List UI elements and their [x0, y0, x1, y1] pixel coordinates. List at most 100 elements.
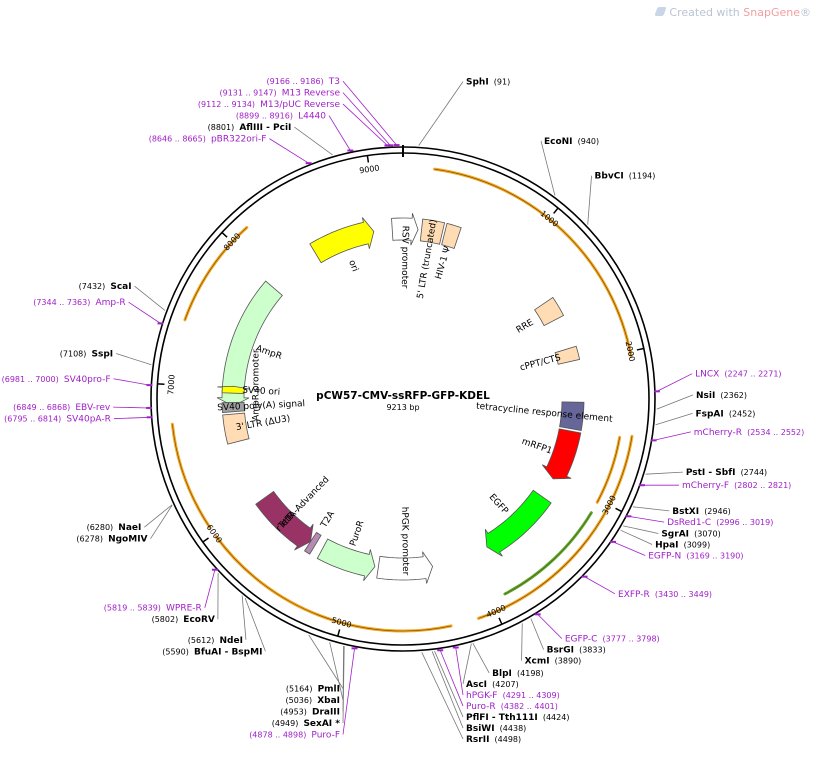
orf-arc-outline [184, 227, 248, 320]
primer-leader-line [628, 515, 665, 523]
primer-label-sv40pa-r: (6795 .. 6814) SV40pA-R [4, 407, 111, 426]
watermark-brand: SnapGene [743, 6, 800, 19]
primer-leader-line [204, 569, 216, 608]
orf-arc-outline [478, 436, 633, 619]
feature-sv40-ori [217, 385, 250, 394]
feature-mrfp1 [541, 428, 582, 480]
site-label-bbvci: BbvCI (1194) [595, 164, 656, 183]
feature-label: mRFP1 [520, 437, 553, 457]
site-label-econi: EcoNI (940) [544, 129, 599, 148]
primer-label-amp-r: (7344 .. 7363) Amp-R [33, 290, 125, 309]
site-label-ngomiv: (6278) NgoMIV [76, 527, 147, 546]
site-leader-line [632, 506, 670, 512]
feature-label: EGFP [487, 492, 510, 516]
feature-cppt-cts [554, 345, 581, 365]
primer-leader-line [439, 650, 464, 707]
primer-leader-line [584, 576, 616, 595]
feature-rre [534, 296, 565, 327]
primer-label-t3: (9166 .. 9186) T3 [267, 69, 340, 88]
site-label-blpi: BlpI (4198) [492, 661, 543, 680]
tick-label: 5000 [330, 616, 352, 630]
primer-label-exfp-r: EXFP-R (3430 .. 3449) [618, 582, 712, 601]
site-label-hpai: HpaI (3099) [655, 532, 710, 551]
site-label-nsii: NsiI (2362) [696, 383, 747, 402]
site-label-sphi: SphI (91) [466, 70, 510, 89]
primer-label-wpre-r: (5819 .. 5839) WPRE-R [104, 596, 202, 615]
tick-mark [615, 507, 623, 513]
primer-leader-line [656, 373, 693, 392]
site-leader-line [308, 634, 344, 689]
tick-label: 4000 [485, 603, 507, 619]
feature-label: ori [346, 259, 359, 273]
site-leader-line [521, 623, 523, 661]
primer-leader-line [653, 431, 691, 441]
orf-arc-outline [172, 424, 211, 528]
primer-label-mcherry-f: mCherry-F (2802 .. 2821) [682, 473, 791, 492]
primer-label-mcherry-r: mCherry-R (2534 .. 2552) [694, 420, 804, 439]
site-label-rsrii: RsrII (4498) [466, 727, 521, 746]
feature-egfp [484, 489, 552, 557]
site-leader-line [116, 353, 152, 366]
site-label-ndei: (5612) NdeI [188, 628, 243, 647]
site-label-sgrai: SgrAI (3070) [661, 521, 720, 540]
feature-label: cPPT/CTS [519, 353, 562, 373]
site-leader-line [150, 504, 173, 539]
feature-hiv-1 [441, 222, 462, 249]
site-leader-line [434, 650, 464, 718]
site-leader-line [655, 412, 693, 426]
feature-tetracycline-response-element [559, 401, 585, 431]
feature-puror [316, 538, 376, 582]
site-label-bsrgi: BsrGI (3833) [547, 638, 606, 657]
site-leader-line [431, 651, 464, 729]
site-leader-line [587, 175, 592, 225]
site-leader-line [144, 504, 173, 528]
primer-label-egfp-c: EGFP-C (3777 .. 3798) [565, 627, 660, 646]
orf-arc-outline [434, 168, 632, 357]
primer-label-m13-puc-reverse: (9112 .. 9134) M13/pUC Reverse [198, 92, 341, 111]
watermark-suffix: ® [800, 6, 811, 19]
site-leader-line [241, 595, 247, 640]
tick-mark [221, 231, 228, 238]
feature-label: tetracycline response element [476, 402, 614, 425]
feature-label: AmpR promoter [252, 349, 262, 421]
primer-leader-line [342, 92, 391, 146]
feature-rsv-promoter [391, 213, 419, 246]
site-leader-line [620, 529, 653, 545]
site-label-xcmi: XcmI (3890) [525, 649, 582, 668]
primer-leader-line [342, 80, 397, 146]
site-leader-line [656, 394, 694, 410]
site-leader-line [418, 81, 464, 146]
site-label-bfuai-bspmi: (5590) BfuAI - BspMI [162, 639, 262, 658]
primer-leader-line [113, 406, 150, 409]
site-label-pflfi-tth111i: PflFI - Tth111I (4424) [466, 705, 569, 724]
feature-label: RRE [515, 318, 536, 336]
feature-5-ltr-truncated [419, 218, 446, 245]
site-label-bstxi: BstXI (2946) [672, 499, 731, 518]
orf-arc-outline [215, 536, 452, 632]
primer-label-l4440: (8899 .. 8916) L4440 [236, 104, 326, 123]
feature-label: SV40 poly(A) signal [217, 399, 305, 413]
tick-mark [498, 617, 503, 625]
primer-label-pbr322ori-f: (8646 .. 8665) pBR322ori-F [149, 127, 267, 146]
site-label-sexai: (4949) SexAI * [272, 711, 341, 730]
tick-mark [366, 155, 370, 163]
site-leader-line [622, 525, 659, 534]
site-leader-line [244, 597, 266, 652]
site-label-fspai: FspAI (2452) [695, 401, 755, 420]
tick-mark [337, 629, 341, 637]
primer-leader-line [612, 541, 646, 556]
primer-label-m13-reverse: (9131 .. 9147) M13 Reverse [220, 81, 341, 100]
site-leader-line [540, 140, 556, 196]
feature-label: PuroR [349, 519, 367, 547]
primer-leader-line [537, 614, 563, 639]
tick-label: 2000 [624, 340, 637, 362]
site-leader-line [329, 642, 344, 701]
primer-leader-line [113, 378, 150, 386]
site-leader-line [421, 652, 464, 740]
plasmid-length: 9213 bp [386, 403, 419, 412]
site-label-scai: (7432) ScaI [79, 274, 132, 293]
feature-ori [309, 217, 375, 264]
primer-leader-line [269, 138, 309, 164]
site-leader-line [645, 471, 683, 475]
